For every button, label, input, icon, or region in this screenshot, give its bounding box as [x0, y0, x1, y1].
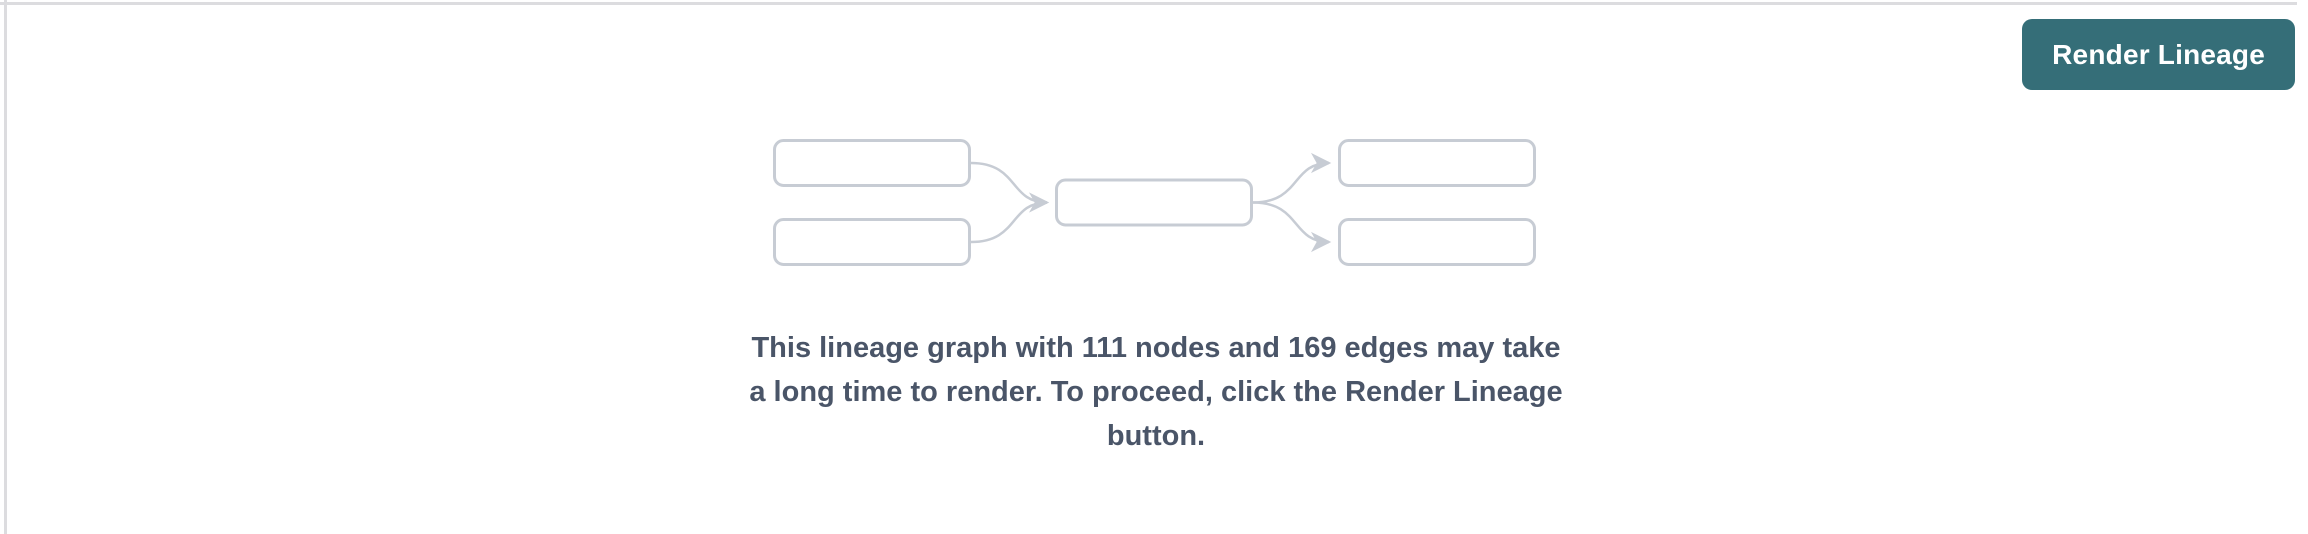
panel-left-border: [4, 0, 7, 534]
placeholder-node: [1055, 178, 1253, 227]
message-line: This lineage graph with 111 nodes and 16…: [751, 332, 1561, 364]
render-lineage-button[interactable]: Render Lineage: [2022, 19, 2295, 90]
placeholder-node: [1338, 139, 1536, 187]
placeholder-edge: [1252, 152, 1332, 204]
message-line: a long time to render. To proceed, click…: [749, 376, 1563, 408]
panel-top-border: [0, 2, 2297, 5]
placeholder-node: [773, 218, 971, 266]
placeholder-edge: [1252, 201, 1332, 253]
lineage-placeholder-graphic: [773, 139, 1536, 266]
message-line: button.: [1106, 420, 1206, 452]
placeholder-node: [1338, 218, 1536, 266]
placeholder-node: [773, 139, 971, 187]
placeholder-edge: [970, 161, 1050, 213]
placeholder-edge: [970, 201, 1048, 244]
render-warning-message: This lineage graph with 111 nodes and 16…: [654, 326, 1658, 458]
